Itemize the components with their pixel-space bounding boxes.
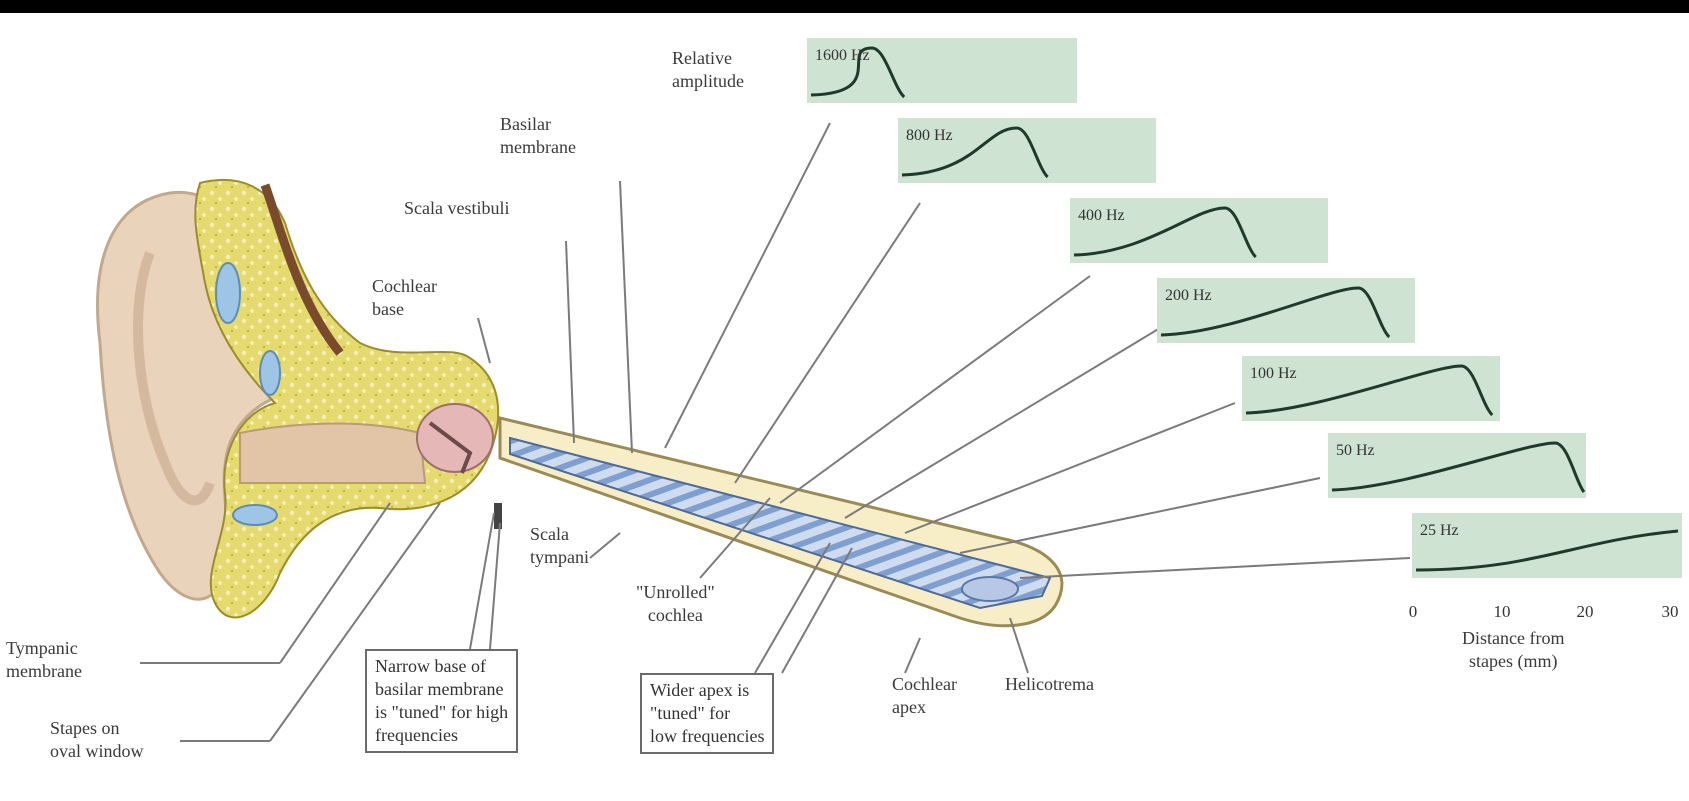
axis-tick-30: 30 xyxy=(1662,602,1679,621)
frequency-panels: 1600 Hz 800 Hz 400 Hz 200 Hz 100 Hz 50 Hz 25 H… xyxy=(807,38,1682,578)
panel-frequency-label: 800 Hz xyxy=(906,127,953,144)
unrolled-cochlea-label: "Unrolled" cochlea xyxy=(636,581,715,627)
panel-frequency-label: 1600 Hz xyxy=(815,47,870,64)
helicotrema-label: Helicotrema xyxy=(1005,673,1094,696)
panel-400-hz: 400 Hz xyxy=(1070,198,1328,263)
tympanic-membrane-label: Tympanic membrane xyxy=(6,637,82,683)
middle-ear xyxy=(417,404,493,472)
panel-frequency-label: 400 Hz xyxy=(1078,207,1125,224)
cochlear-base-label: Cochlear base xyxy=(372,275,437,321)
basilar-membrane-label: Basilar membrane xyxy=(500,113,576,159)
cochlea-diagram: 1600 Hz 800 Hz 400 Hz 200 Hz 100 Hz 50 Hz 25 H… xyxy=(0,13,1689,801)
distance-axis: 0 10 20 30 xyxy=(1409,602,1679,621)
panel-1600-hz: 1600 Hz xyxy=(807,38,1077,103)
panel-frequency-label: 200 Hz xyxy=(1165,287,1212,304)
stapes-label: Stapes on oval window xyxy=(50,717,144,763)
panel-frequency-label: 100 Hz xyxy=(1250,365,1297,382)
wider-apex-note: Wider apex is "tuned" for low frequencie… xyxy=(640,673,774,754)
panel-100-hz: 100 Hz xyxy=(1242,356,1500,421)
helicotrema-opening xyxy=(962,577,1018,601)
diagram-canvas: 1600 Hz 800 Hz 400 Hz 200 Hz 100 Hz 50 Hz 25 H… xyxy=(0,13,1689,801)
unrolled-cochlea xyxy=(500,418,1062,626)
relative-amplitude-label: Relative amplitude xyxy=(672,47,744,93)
narrow-base-note: Narrow base of basilar membrane is "tune… xyxy=(365,649,518,753)
axis-tick-20: 20 xyxy=(1577,602,1594,621)
panel-frequency-label: 25 Hz xyxy=(1420,522,1459,539)
axis-tick-10: 10 xyxy=(1494,602,1511,621)
panel-25-hz: 25 Hz xyxy=(1412,513,1682,578)
cochlear-apex-label: Cochlear apex xyxy=(892,673,957,719)
scala-tympani-label: Scala tympani xyxy=(530,523,589,569)
panel-800-hz: 800 Hz xyxy=(898,118,1156,183)
panel-frequency-label: 50 Hz xyxy=(1336,442,1375,459)
ear-illustration xyxy=(98,180,502,617)
axis-tick-0: 0 xyxy=(1409,602,1418,621)
panel-50-hz: 50 Hz xyxy=(1328,433,1586,498)
ear-canal xyxy=(240,424,425,483)
panel-200-hz: 200 Hz xyxy=(1157,278,1415,343)
distance-axis-label: Distance from stapes (mm) xyxy=(1462,627,1564,673)
scala-vestibuli-label: Scala vestibuli xyxy=(404,197,509,220)
